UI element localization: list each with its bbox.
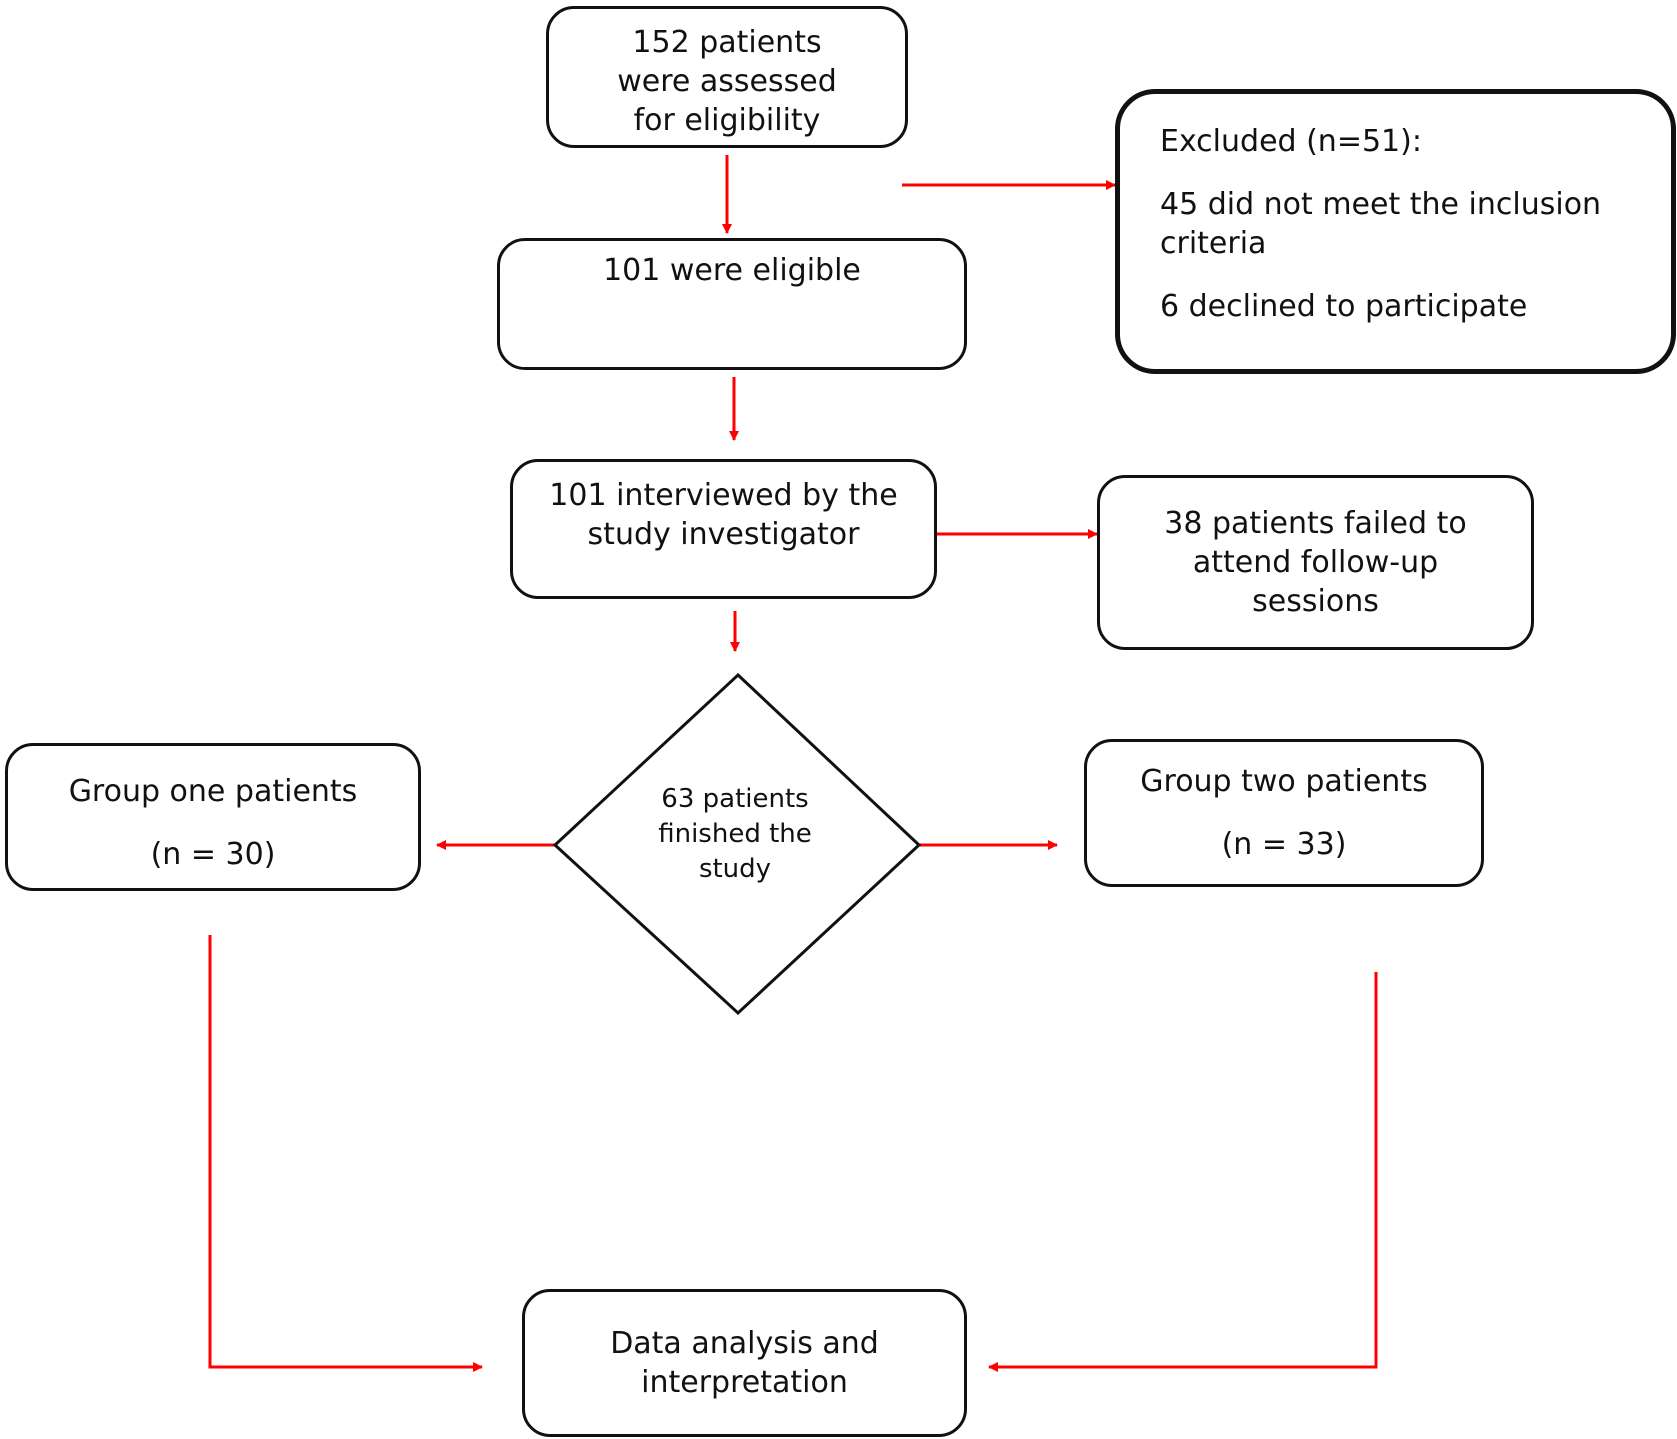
arrow-group-one-to-analysis (208, 935, 483, 1372)
analysis-box: Data analysis and interpretation (522, 1289, 967, 1437)
eligible-label: 101 were eligible (603, 253, 861, 288)
excluded-reason-declined: 6 declined to participate (1160, 289, 1528, 324)
analysis-line-1: Data analysis and (610, 1326, 879, 1361)
analysis-line-2: interpretation (641, 1365, 848, 1400)
group-one-count: (n = 30) (150, 837, 276, 872)
failed-followup-line-2: attend follow-up (1192, 545, 1439, 580)
group-one-label: Group one patients (68, 774, 358, 809)
group-two-count: (n = 33) (1221, 827, 1347, 862)
interviewed-line-2: study investigator (587, 517, 860, 552)
assessed-line-1: 152 patients (632, 25, 822, 60)
eligible-box: 101 were eligible (497, 238, 967, 370)
assessed-box: 152 patients were assessed for eligibili… (546, 6, 908, 148)
finished-line-3: study (698, 854, 772, 884)
assessed-line-3: for eligibility (633, 103, 821, 138)
excluded-box: Excluded (n=51): 45 did not meet the inc… (1115, 89, 1676, 374)
group-one-box: Group one patients (n = 30) (5, 743, 421, 891)
decision-diamond (552, 672, 922, 1016)
finished-line-1: 63 patients (661, 784, 809, 814)
group-two-box: Group two patients (n = 33) (1084, 739, 1484, 887)
interviewed-line-1: 101 interviewed by the (549, 478, 898, 513)
excluded-reason-criteria: 45 did not meet the inclusion criteria (1160, 187, 1602, 261)
assessed-line-2: were assessed (617, 64, 837, 99)
failed-followup-line-1: 38 patients failed to (1164, 506, 1467, 541)
finished-line-2: finished the (658, 819, 812, 849)
failed-followup-line-3: sessions (1252, 584, 1379, 619)
failed-followup-box: 38 patients failed to attend follow-up s… (1097, 475, 1534, 650)
arrow-group-two-to-analysis (988, 972, 1378, 1372)
excluded-title: Excluded (n=51): (1160, 124, 1422, 159)
interviewed-box: 101 interviewed by the study investigato… (510, 459, 937, 599)
group-two-label: Group two patients (1140, 764, 1428, 799)
decision-label: 63 patients finished the study (600, 782, 870, 887)
